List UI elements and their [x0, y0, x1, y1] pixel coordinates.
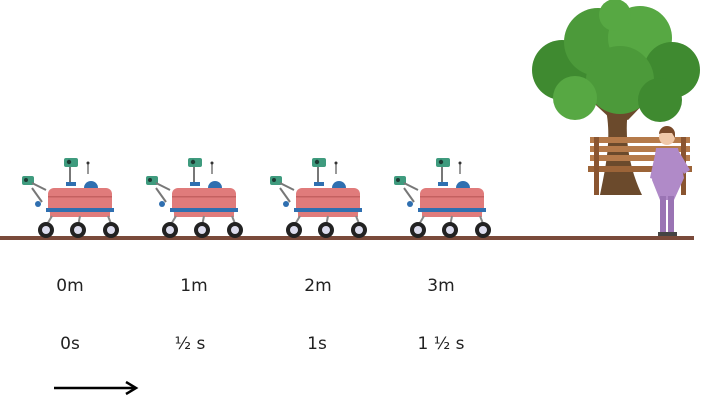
tree-icon	[532, 0, 700, 195]
rover-icon	[145, 157, 244, 239]
time-label-1: ½ s	[174, 334, 206, 354]
distance-label-1: 1m	[180, 276, 208, 296]
rover-icon	[269, 157, 368, 239]
time-label-3: 1 ½ s	[417, 334, 465, 354]
time-label-2: 1s	[307, 334, 327, 354]
arrow-right-icon	[54, 380, 139, 396]
rover-icon	[393, 157, 492, 239]
ground-line	[0, 236, 694, 240]
distance-label-2: 2m	[304, 276, 332, 296]
time-label-0: 0s	[60, 334, 80, 354]
person-icon	[650, 126, 690, 236]
distance-label-3: 3m	[427, 276, 455, 296]
distance-label-0: 0m	[56, 276, 84, 296]
rover-icon	[21, 157, 120, 239]
